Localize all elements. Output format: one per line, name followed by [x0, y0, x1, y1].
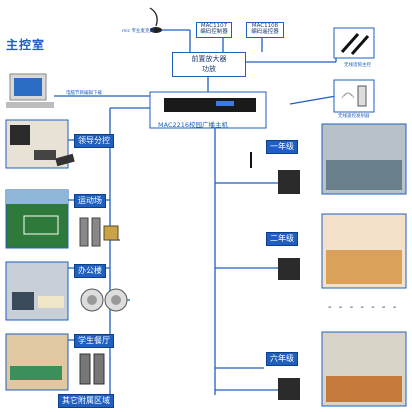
photo-dining-hall [5, 333, 69, 391]
ceiling-speaker-icon [80, 288, 128, 312]
more-rooms-ellipsis: - - - - - - - [328, 302, 399, 313]
remote-transmitter-icon [333, 79, 375, 113]
host-label: MAC2216校园广播主机 [158, 121, 229, 129]
mac1108-box: MAC1108 编码遥控器 [246, 22, 284, 38]
photo-classroom-grade6 [321, 331, 407, 407]
room-tag-other-areas: 其它附属区域 [58, 394, 114, 408]
speaker-icon-grade1 [278, 170, 300, 194]
amplifier-box: 前置放大器 功放 [172, 52, 246, 77]
amplifier-line2: 功放 [202, 65, 216, 73]
photo-classroom-grade2 [321, 213, 407, 289]
photo-office [5, 261, 69, 321]
photo-classroom-grade1 [321, 123, 407, 195]
room-tag-grade6: 六年级 [266, 352, 298, 366]
remote-transmitter-label: 无线遥控发射器 [338, 114, 370, 119]
room-tag-leadership: 领导分控 [74, 134, 114, 148]
wireless-microphone-icon [333, 27, 375, 59]
desk-microphone-icon [55, 153, 75, 167]
mac1107-model: MAC1107 [200, 23, 228, 29]
mic-label: mic 专业麦克风 [122, 29, 155, 34]
photo-sports-field [5, 189, 69, 249]
horn-speaker-icon [103, 225, 119, 241]
wireless-mic-label: 无线话筒主控 [344, 63, 371, 68]
speaker-icon-grade6 [278, 378, 300, 400]
room-tag-grade1: 一年级 [266, 140, 298, 154]
speaker-icon-grade2 [278, 258, 300, 280]
microphone-icon [149, 7, 162, 33]
mac1107-box: MAC1107 编码控制器 [196, 22, 232, 38]
host-unit [149, 91, 267, 129]
mac1108-model: MAC1108 [251, 23, 279, 29]
room-tag-office: 办公楼 [74, 264, 106, 278]
computer-icon [6, 73, 54, 108]
pc-label: 电脑节目编辑下载 [66, 91, 102, 96]
mac1107-desc: 编码控制器 [200, 29, 228, 35]
column-speaker-icon [79, 217, 101, 247]
amplifier-line1: 前置放大器 [191, 55, 227, 63]
room-tag-dining-hall: 学生餐厅 [74, 334, 114, 348]
mac1108-desc: 编码遥控器 [251, 29, 279, 35]
page-title: 主控室 [6, 38, 46, 52]
photo-leadership [5, 119, 69, 169]
dining-speaker-icon [79, 353, 105, 385]
room-tag-sports-field: 运动场 [74, 194, 106, 208]
room-tag-grade2: 二年级 [266, 232, 298, 246]
cable-mark [250, 152, 252, 168]
classroom-speakers [278, 170, 300, 400]
